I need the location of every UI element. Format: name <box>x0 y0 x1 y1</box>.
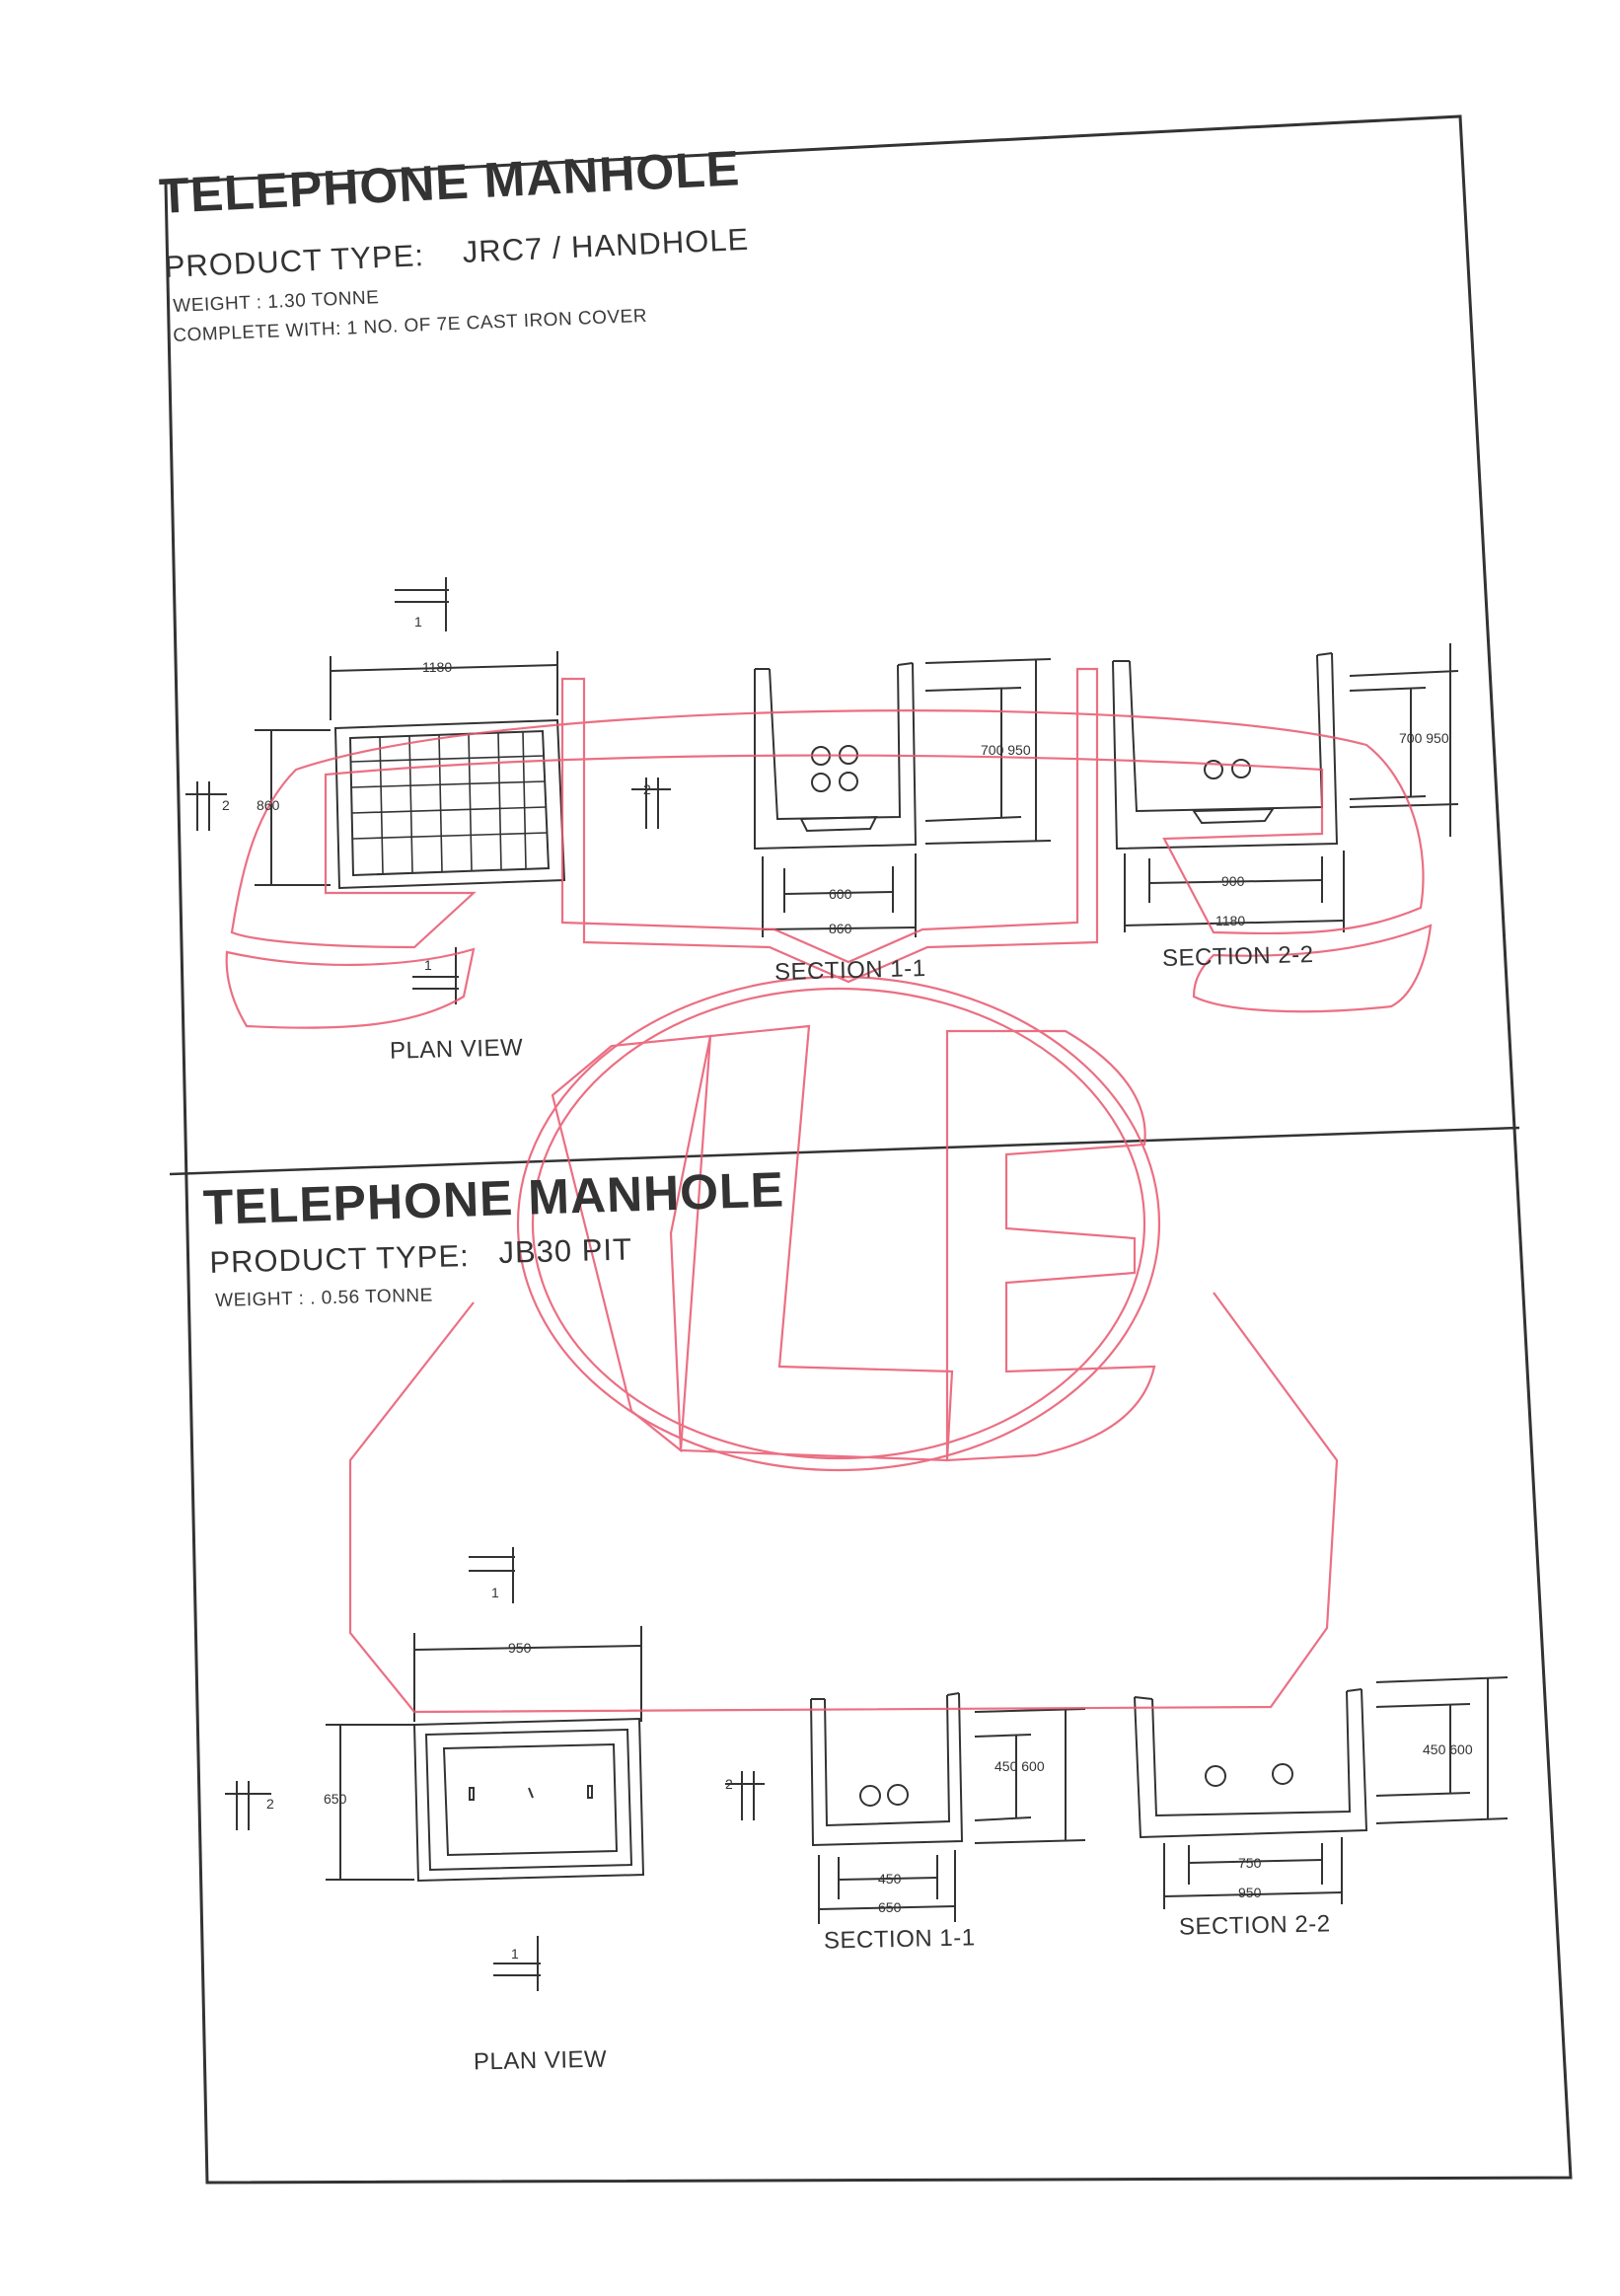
bottom-s2-heights-dim: 450 600 <box>1423 1741 1473 1757</box>
top-plan-marker-1-bottom: 1 <box>424 957 432 973</box>
bottom-plan-marker-1-top: 1 <box>491 1585 499 1600</box>
bottom-plan-marker-2: 2 <box>266 1796 274 1812</box>
top-s1-marker-2: 2 <box>643 781 651 797</box>
top-section-2-label: SECTION 2-2 <box>1161 940 1314 973</box>
bottom-s2-inner-dim: 750 <box>1238 1855 1262 1871</box>
kle-watermark-logo <box>225 667 1433 1714</box>
bottom-s1-outer-dim: 650 <box>878 1899 902 1915</box>
top-s1-inner-dim: 600 <box>829 886 852 902</box>
top-plan-marker-1-top: 1 <box>414 614 422 630</box>
top-s1-heights-dim: 700 950 <box>981 742 1031 758</box>
bottom-section-1-label: SECTION 1-1 <box>823 1924 976 1955</box>
top-plan-view <box>185 577 566 1004</box>
top-section-2-2 <box>1112 643 1459 932</box>
frame <box>164 114 1573 2185</box>
bottom-s1-inner-dim: 450 <box>878 1871 902 1887</box>
bottom-section-2-2 <box>1134 1676 1509 1909</box>
top-plan-view-label: PLAN VIEW <box>389 1034 524 1065</box>
top-s1-outer-dim: 860 <box>829 921 852 936</box>
top-section-1-label: SECTION 1-1 <box>773 954 926 987</box>
bottom-s1-marker-2: 2 <box>725 1776 733 1792</box>
bottom-plan-marker-1-bottom: 1 <box>511 1946 519 1962</box>
bottom-s2-outer-dim: 950 <box>1238 1885 1262 1900</box>
bottom-product-type-label: PRODUCT TYPE: <box>209 1238 471 1280</box>
bottom-plan-view <box>225 1547 645 1991</box>
bottom-s1-heights-dim: 450 600 <box>994 1758 1045 1774</box>
bottom-section-2-label: SECTION 2-2 <box>1178 1910 1331 1941</box>
top-plan-height-dim: 860 <box>257 797 280 813</box>
top-plan-marker-2: 2 <box>222 797 230 813</box>
top-s2-inner-dim: 900 <box>1221 873 1245 889</box>
bottom-plan-view-label: PLAN VIEW <box>473 2045 608 2076</box>
top-s2-heights-dim: 700 950 <box>1399 730 1449 746</box>
top-s2-outer-dim: 1180 <box>1215 913 1246 928</box>
bottom-plan-height-dim: 650 <box>324 1791 347 1807</box>
bottom-section-1-1 <box>725 1692 1086 1924</box>
bottom-plan-width-dim: 950 <box>508 1640 532 1656</box>
bottom-product-type-value: JB30 PIT <box>498 1231 633 1270</box>
top-plan-width-dim: 1180 <box>422 659 453 675</box>
